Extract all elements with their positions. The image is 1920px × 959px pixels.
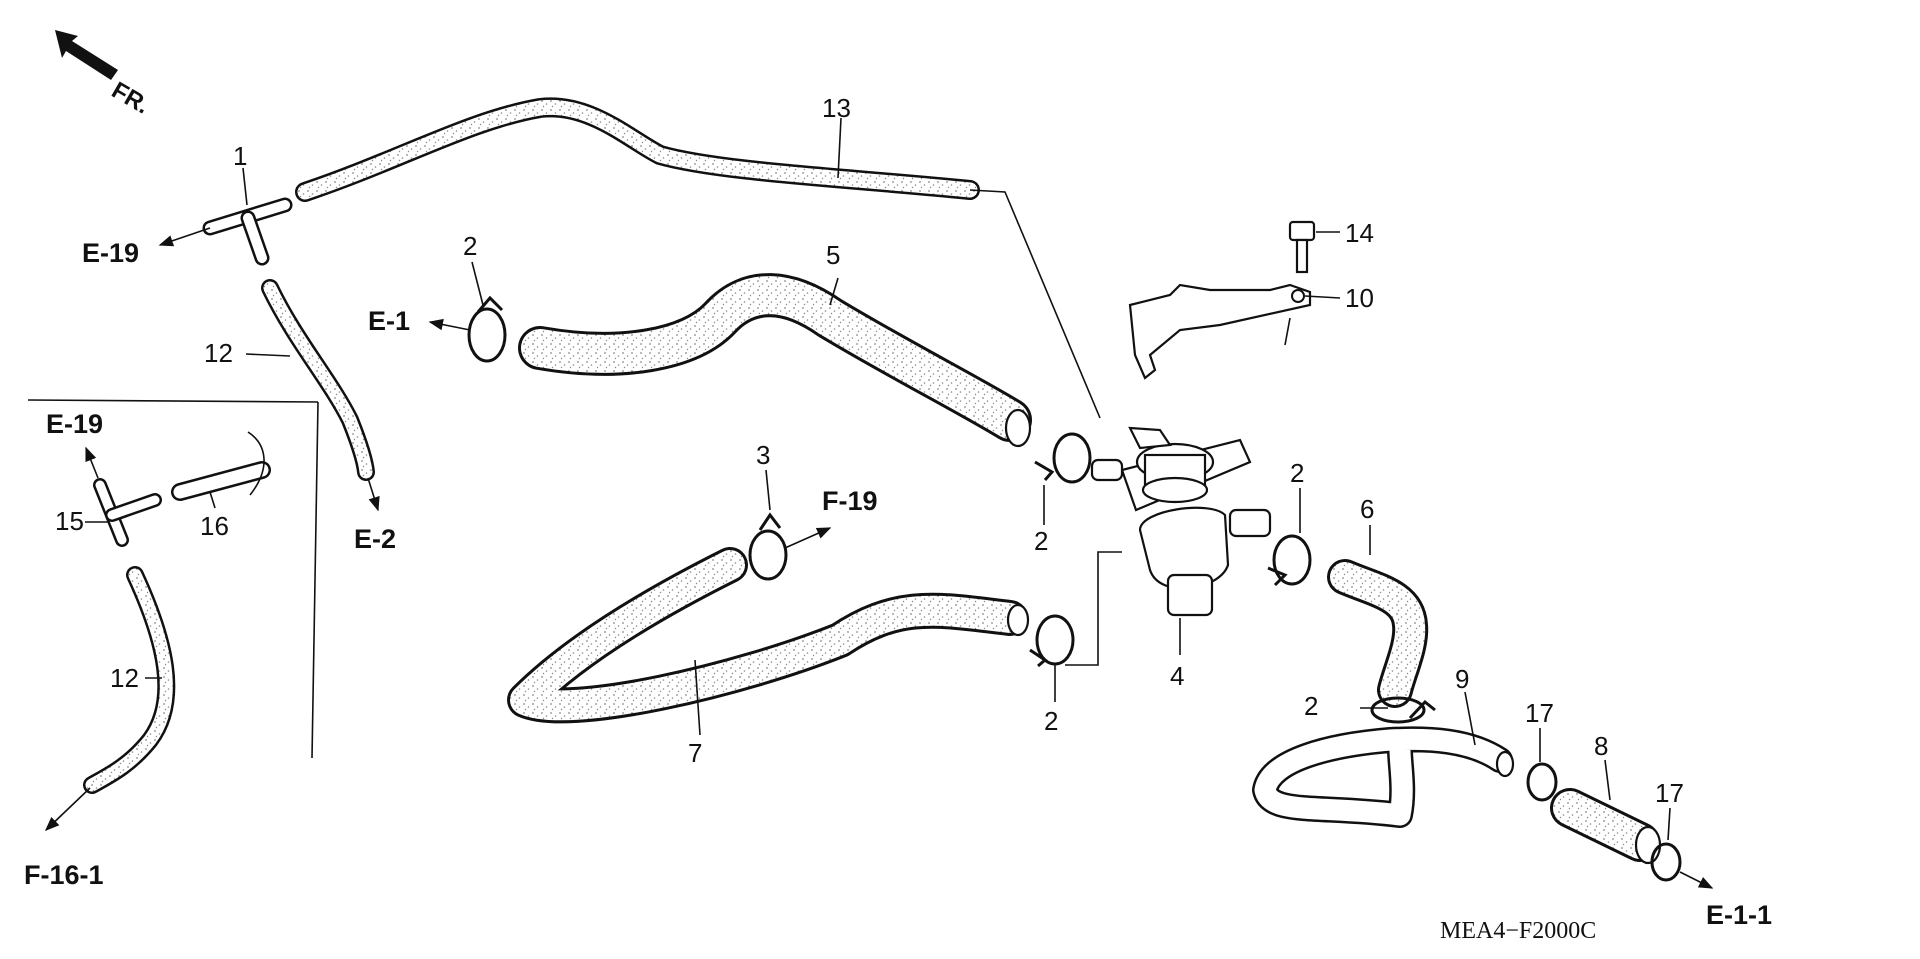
ref-label-e1: E-1	[368, 306, 410, 336]
part-label-17: 17	[1655, 778, 1684, 808]
hose-13	[295, 97, 980, 202]
part-label-17: 17	[1525, 698, 1554, 728]
part-label-13: 13	[822, 93, 851, 123]
arrow-icon	[55, 30, 118, 80]
ref-label-f19: F-19	[822, 486, 878, 516]
part-label-16: 16	[200, 511, 229, 541]
hose-12-upper	[261, 279, 375, 481]
part-label-14: 14	[1345, 218, 1374, 248]
diagram-code: MEA4−F2000C	[1440, 918, 1596, 944]
part-label-3: 3	[756, 440, 770, 470]
hose-9	[1252, 726, 1515, 828]
part-label-12: 12	[110, 663, 139, 693]
hose-8	[1550, 788, 1662, 865]
part-labels: 1 13 2 5 14 10 12 3 2 2 6 4 2 7 2 9 17 8…	[55, 93, 1684, 808]
ref-label-f161: F-16-1	[24, 860, 104, 890]
bracket-10	[1128, 283, 1312, 380]
part-label-2: 2	[463, 231, 477, 261]
clamps	[467, 295, 1682, 882]
part-label-10: 10	[1345, 283, 1374, 313]
part-label-2: 2	[1034, 526, 1048, 556]
purge-valve-4	[1090, 426, 1272, 617]
part-label-9: 9	[1455, 664, 1469, 694]
hose-16	[171, 431, 271, 501]
ref-label-e2: E-2	[354, 524, 396, 554]
part-label-15: 15	[55, 506, 84, 536]
hose-5	[518, 273, 1032, 448]
part-label-2: 2	[1290, 458, 1304, 488]
part-label-7: 7	[688, 738, 702, 768]
part-label-1: 1	[233, 141, 247, 171]
t-joint-15	[93, 478, 162, 547]
part-label-8: 8	[1594, 731, 1608, 761]
front-label: FR.	[107, 77, 154, 120]
part-label-2: 2	[1044, 706, 1058, 736]
part-label-2: 2	[1304, 691, 1318, 721]
hose-7	[507, 547, 1030, 724]
ref-label-e19-inset: E-19	[46, 409, 103, 439]
hose-6	[1327, 559, 1429, 708]
leader-lines	[85, 117, 1671, 841]
ref-label-e11: E-1-1	[1706, 900, 1772, 930]
part-label-4: 4	[1170, 661, 1184, 691]
reference-labels: E-19 E-1 E-2 E-19 F-19 F-16-1 E-1-1	[24, 238, 1772, 930]
part-label-6: 6	[1360, 494, 1374, 524]
hose-12-lower	[83, 566, 176, 794]
ref-label-e19-top: E-19	[82, 238, 139, 268]
reference-arrows	[44, 227, 1714, 889]
part-label-5: 5	[826, 240, 840, 270]
part-label-12: 12	[204, 338, 233, 368]
front-direction-indicator: FR.	[55, 30, 154, 120]
bolt-14	[1288, 220, 1316, 274]
inset-frame	[27, 399, 319, 759]
t-joint-1	[202, 197, 293, 266]
